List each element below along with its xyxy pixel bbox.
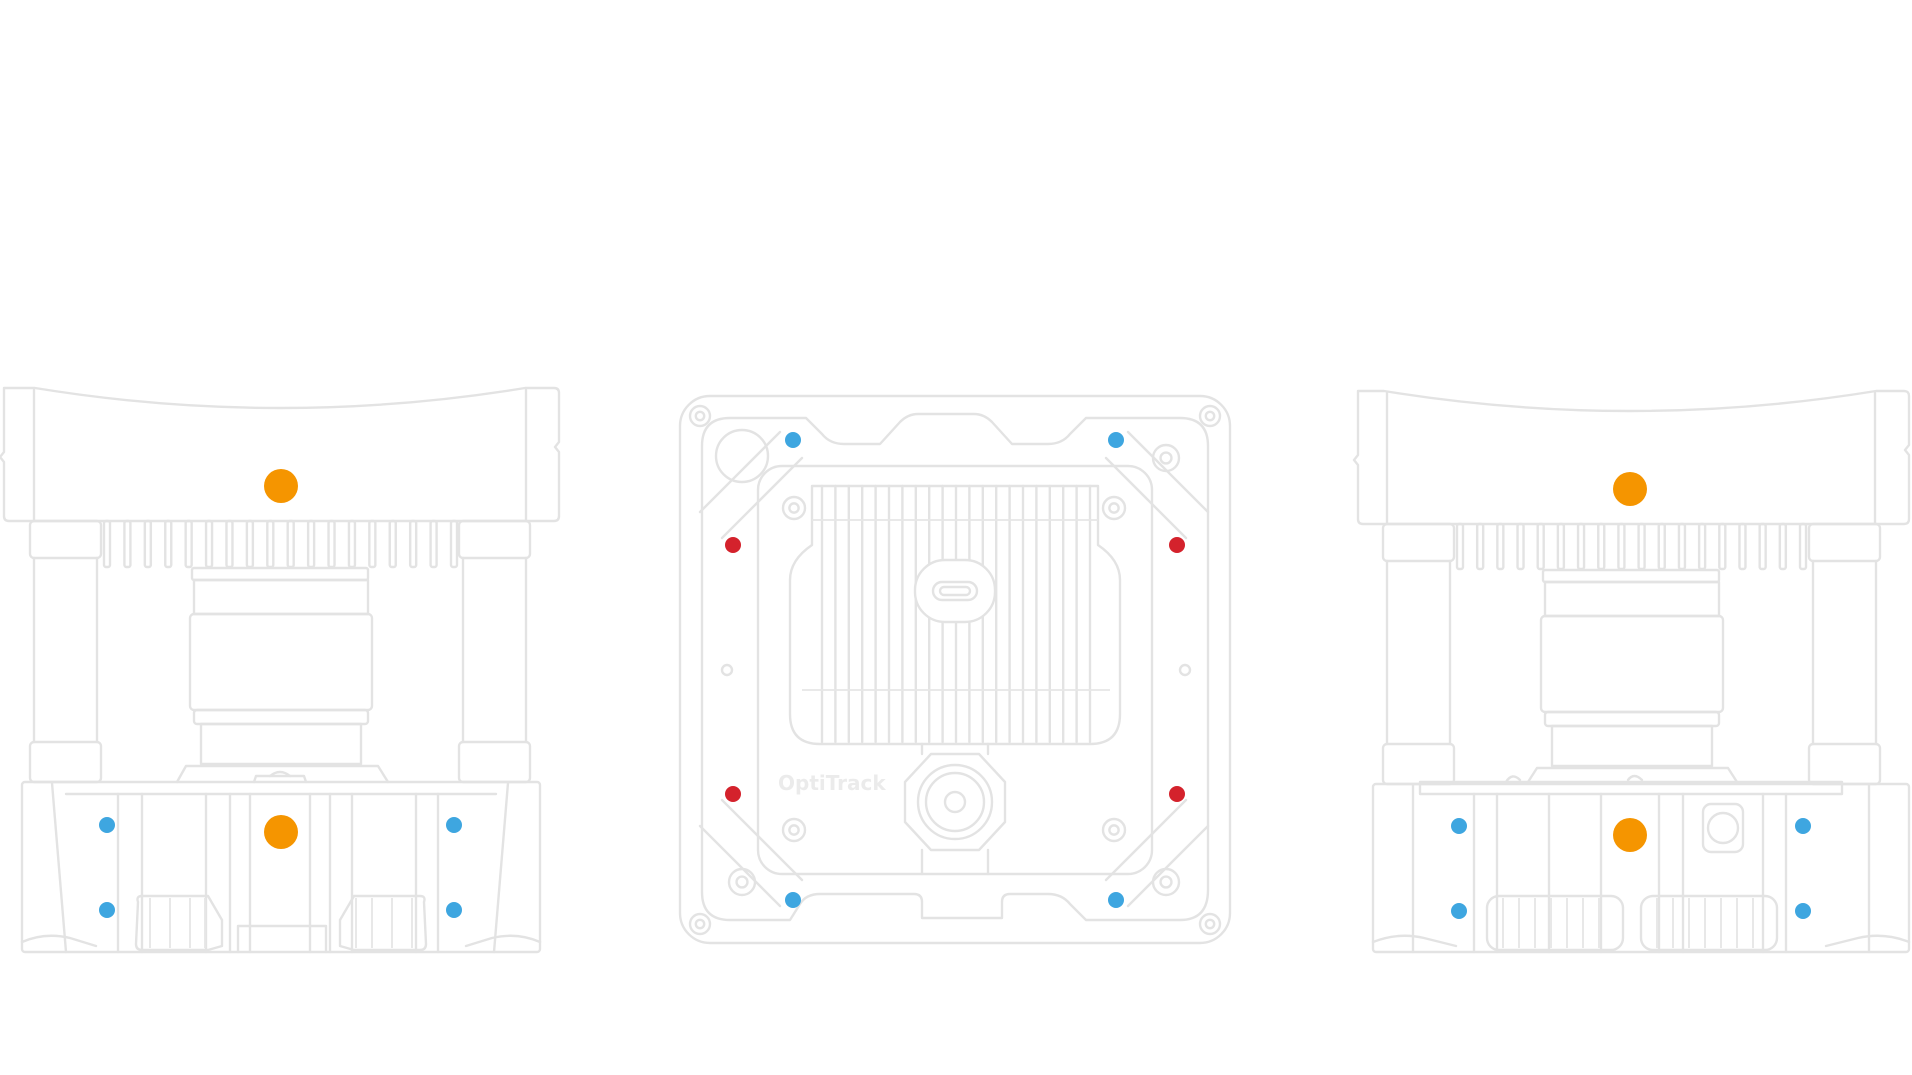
heatsink-fin (429, 519, 438, 569)
screw-center (1108, 824, 1120, 836)
heatsink-fin (347, 519, 357, 569)
heatsink-fin (1516, 522, 1525, 571)
heatsink-fin (1697, 522, 1707, 571)
pin-marker (1169, 537, 1185, 553)
screw-center (1159, 451, 1173, 465)
center-marker (1613, 818, 1647, 852)
heatsink-fin (368, 519, 377, 569)
pin-marker (725, 786, 741, 802)
mount-point (1108, 892, 1124, 908)
mount-point (446, 902, 462, 918)
screw-icon (1101, 495, 1127, 521)
screw-icon (781, 495, 807, 521)
heatsink-fin (1496, 522, 1505, 571)
heatsink-fin (1556, 522, 1566, 571)
heatsink-fin (225, 519, 234, 569)
heatsink-fin (123, 519, 132, 569)
screw-icon (1151, 443, 1181, 473)
back-view: OptiTrack (678, 394, 1232, 945)
heatsink-fin (1758, 522, 1767, 571)
heatsink-fin (1576, 522, 1586, 571)
pin-marker (1169, 786, 1185, 802)
center-marker (264, 469, 298, 503)
mount-point (99, 817, 115, 833)
mount-point (1795, 903, 1811, 919)
pin-marker (725, 537, 741, 553)
heatsink-fin (1617, 522, 1626, 571)
heatsink-fin (143, 519, 153, 569)
side-view-right (1352, 389, 1911, 954)
heatsink-fins (102, 519, 459, 569)
mount-point (446, 817, 462, 833)
screw-center (694, 918, 706, 930)
heatsink-fin (449, 519, 459, 569)
heatsink-fin (408, 519, 418, 569)
mount-point (1451, 818, 1467, 834)
heatsink-fin (1455, 522, 1465, 571)
screw-icon (1198, 404, 1222, 428)
screw-icon (1151, 867, 1181, 897)
heatsink-fin (245, 519, 255, 569)
mount-point (99, 902, 115, 918)
screw-icon (1101, 817, 1127, 843)
heatsink-fin (388, 519, 397, 569)
screw-center (1204, 918, 1216, 930)
screw-icon (781, 817, 807, 843)
heatsink-fin (1597, 522, 1606, 571)
usb-port (913, 558, 997, 624)
screw-icon (1198, 912, 1222, 936)
heatsink-fin (1657, 522, 1666, 571)
screw-center (735, 875, 749, 889)
screw-center (788, 824, 800, 836)
heatsink-fin (266, 519, 275, 569)
heatsink-fin (1738, 522, 1747, 571)
mount-point (785, 892, 801, 908)
heatsink-fin (1718, 522, 1727, 571)
screw-center (788, 502, 800, 514)
heatsink-fin (1778, 522, 1788, 571)
center-marker (264, 815, 298, 849)
heatsink-fin (306, 519, 316, 569)
heatsink-fin (184, 519, 193, 569)
heatsink-fin (204, 519, 214, 569)
center-marker (1613, 472, 1647, 506)
mount-point (1795, 818, 1811, 834)
mount-point (1451, 903, 1467, 919)
screw-center (694, 410, 706, 422)
heatsink-fin (1798, 522, 1808, 571)
heatsink-fin (1536, 522, 1545, 571)
heatsink-fin (286, 519, 295, 569)
heatsink-fin (1475, 522, 1485, 571)
side-view-left (0, 386, 561, 954)
mount-point (1108, 432, 1124, 448)
heatsink-fin (164, 519, 173, 569)
screw-icon (688, 404, 712, 428)
heatsink-fin (1637, 522, 1646, 571)
brand-logo-text: OptiTrack (778, 771, 886, 795)
screw-icon (688, 912, 712, 936)
heatsink-fin (1677, 522, 1687, 571)
screw-icon (727, 867, 757, 897)
screw-center (1159, 875, 1173, 889)
heatsink-fin (102, 519, 112, 569)
screw-center (1108, 502, 1120, 514)
mount-point (785, 432, 801, 448)
heatsink-fin (327, 519, 336, 569)
screw-center (1204, 410, 1216, 422)
